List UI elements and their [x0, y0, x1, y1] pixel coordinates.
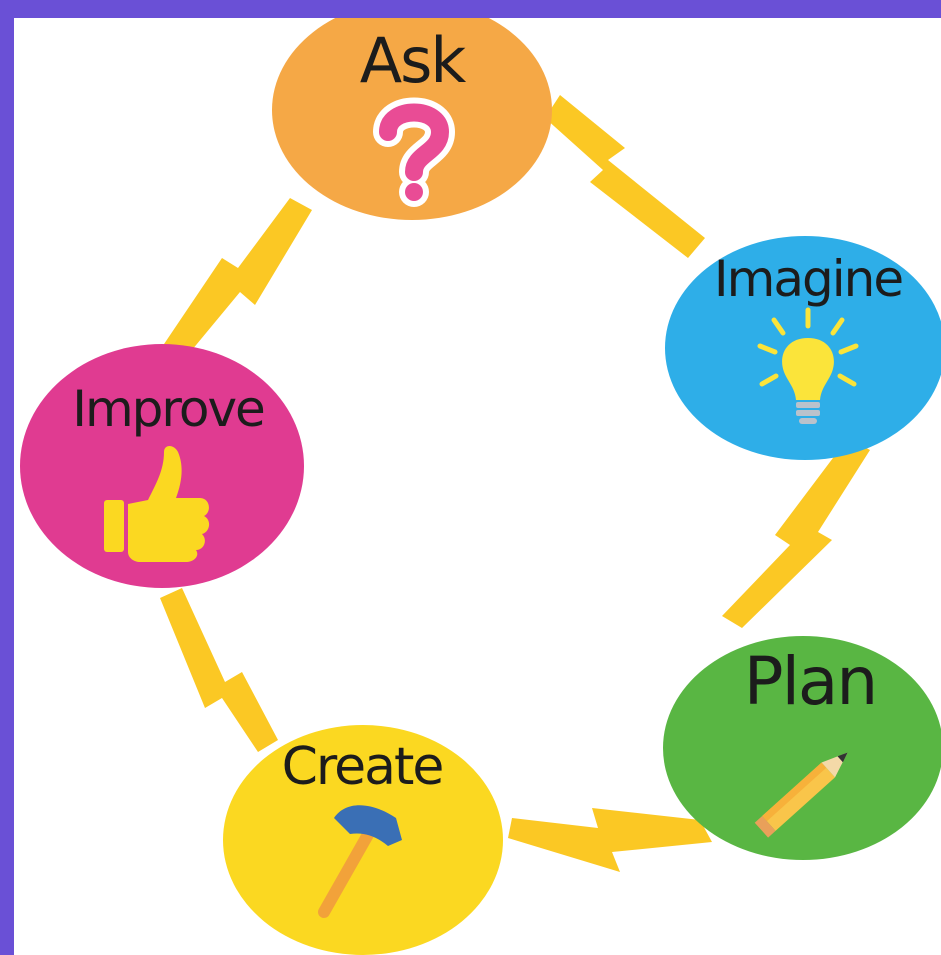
- connector-create-improve: [160, 588, 278, 752]
- improve-circle: [20, 344, 304, 588]
- cycle-diagram: Ask Imagine Plan: [20, 18, 941, 955]
- ask-node: Ask: [272, 18, 552, 220]
- connector-plan-create: [508, 808, 712, 872]
- plan-node: Plan: [663, 636, 941, 860]
- diagram-canvas: Ask Imagine Plan: [14, 18, 941, 955]
- improve-node: Improve: [20, 344, 304, 588]
- pencil-icon: [754, 752, 848, 838]
- connector-imagine-plan: [722, 438, 870, 628]
- create-node: Create: [223, 725, 503, 955]
- create-label: Create: [282, 737, 443, 797]
- connector-improve-ask: [160, 198, 312, 362]
- plan-circle: [663, 636, 941, 860]
- imagine-label: Imagine: [714, 250, 902, 308]
- connector-ask-imagine: [545, 95, 705, 258]
- hammer-icon: [318, 805, 402, 918]
- question-mark-icon: [373, 97, 456, 207]
- imagine-node: Imagine: [665, 236, 941, 460]
- ask-label: Ask: [360, 24, 467, 97]
- thumbs-up-icon: [104, 446, 210, 562]
- light-bulb-icon: [757, 307, 859, 424]
- plan-label: Plan: [744, 643, 876, 720]
- improve-label: Improve: [72, 380, 264, 438]
